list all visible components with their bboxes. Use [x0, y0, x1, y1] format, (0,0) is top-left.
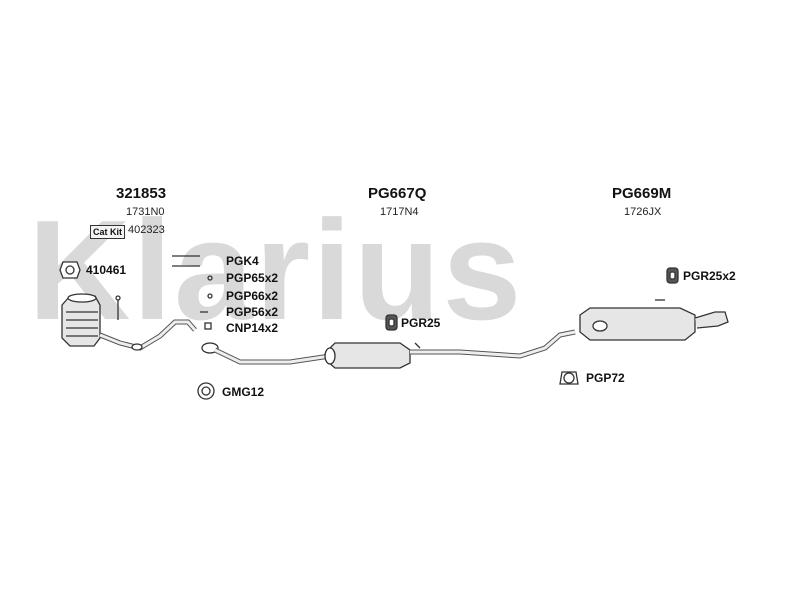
catkit-code: 402323 — [128, 224, 165, 236]
centre-silencer — [324, 342, 411, 369]
label-pgr25: PGR25 — [401, 316, 441, 330]
label-pgp65: PGP65x2 — [226, 271, 279, 285]
part-sub-right: 1726JX — [624, 206, 662, 218]
rubber-mount-pgr25x2-icon — [666, 267, 679, 284]
label-pgp72: PGP72 — [586, 371, 625, 385]
intermediate-pipe — [201, 342, 331, 365]
part-sub-mid: 1717N4 — [380, 206, 419, 218]
label-cnp14: CNP14x2 — [226, 321, 279, 335]
catkit-tag: Cat Kit — [90, 225, 125, 239]
clamp-410461-icon — [59, 261, 81, 279]
catalytic-converter — [61, 293, 101, 347]
part-code-left: 321853 — [116, 185, 167, 202]
clamp-pgp72-icon — [559, 371, 579, 385]
part-code-right: PG669M — [612, 185, 672, 202]
watermark-logo: Klarius — [28, 191, 524, 350]
label-pgk4: PGK4 — [226, 254, 259, 268]
hardware-items — [172, 255, 213, 330]
label-pgr25x2: PGR25x2 — [683, 269, 736, 283]
gasket-gmg12-icon — [197, 382, 215, 400]
rear-silencer — [579, 299, 729, 341]
label-410461: 410461 — [86, 263, 127, 277]
front-pipe — [99, 295, 197, 351]
part-code-mid: PG667Q — [368, 185, 427, 202]
rubber-mount-pgr25-icon — [385, 314, 398, 331]
rear-pipe — [410, 329, 576, 359]
label-gmg12: GMG12 — [222, 385, 265, 399]
part-sub-left: 1731N0 — [126, 206, 165, 218]
label-pgp66: PGP66x2 — [226, 289, 279, 303]
label-pgp56: PGP56x2 — [226, 305, 279, 319]
